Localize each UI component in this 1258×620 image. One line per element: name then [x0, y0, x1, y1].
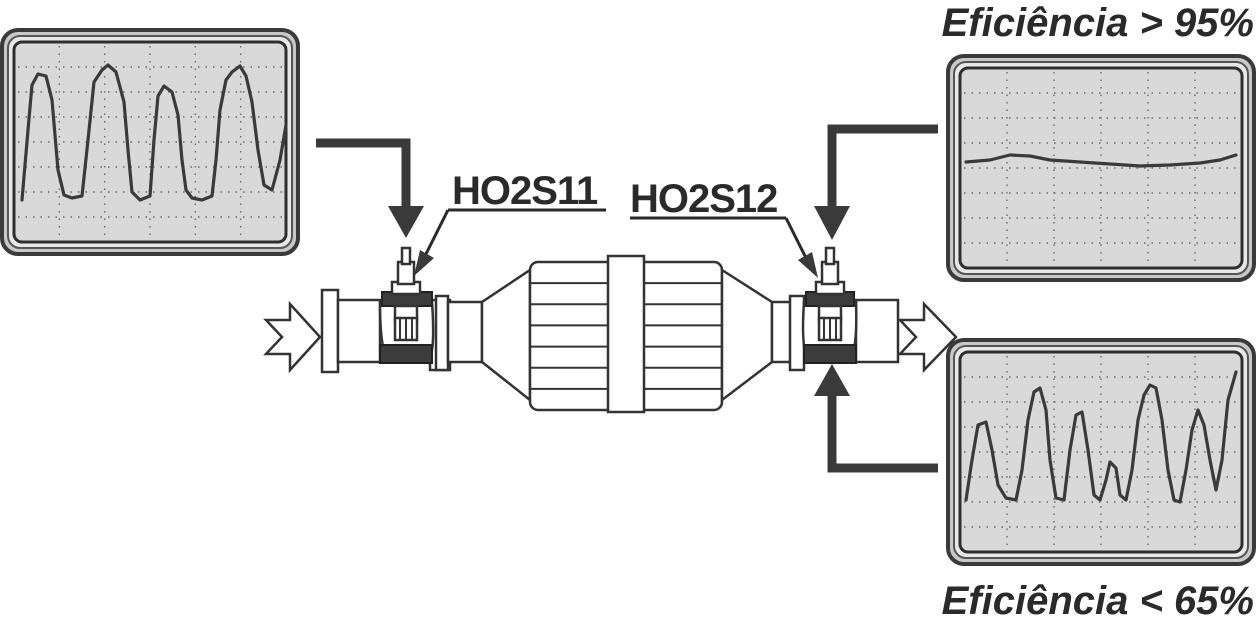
- catalytic-converter: [480, 254, 774, 414]
- upstream-signal-arrow: [316, 138, 424, 238]
- upstream-leader-arrowhead: [414, 250, 434, 276]
- high-efficiency-signal-arrow: [814, 124, 938, 240]
- downstream-sensor-label: HO2S12: [630, 177, 777, 221]
- high-efficiency-waveform: [964, 153, 1238, 168]
- inlet-pipe: [320, 288, 484, 374]
- low-efficiency-waveform: [964, 370, 1238, 504]
- upstream-o2-sensor: [378, 246, 435, 364]
- downstream-leader-arrowhead: [798, 252, 818, 278]
- upstream-oscilloscope: [0, 28, 300, 256]
- exhaust-inflow-arrow-icon: [263, 300, 322, 374]
- upstream-label-leader: [423, 209, 450, 257]
- downstream-label-leader: [784, 217, 808, 259]
- low-efficiency-scope-grid: [964, 356, 1238, 548]
- downstream-o2-sensor: [801, 246, 858, 364]
- low-efficiency-label: Eficiência < 65%: [942, 579, 1254, 620]
- low-efficiency-oscilloscope: [946, 338, 1256, 566]
- upstream-sensor-label: HO2S11: [452, 169, 598, 213]
- high-efficiency-scope-grid: [964, 72, 1238, 264]
- upstream-sensor-waveform: [20, 63, 288, 202]
- high-efficiency-oscilloscope: [946, 54, 1256, 282]
- outlet-pipe: [770, 294, 900, 372]
- exhaust-outflow-arrow-icon: [897, 300, 958, 374]
- high-efficiency-label: Eficiência > 95%: [942, 1, 1254, 45]
- low-efficiency-signal-arrow: [814, 364, 938, 473]
